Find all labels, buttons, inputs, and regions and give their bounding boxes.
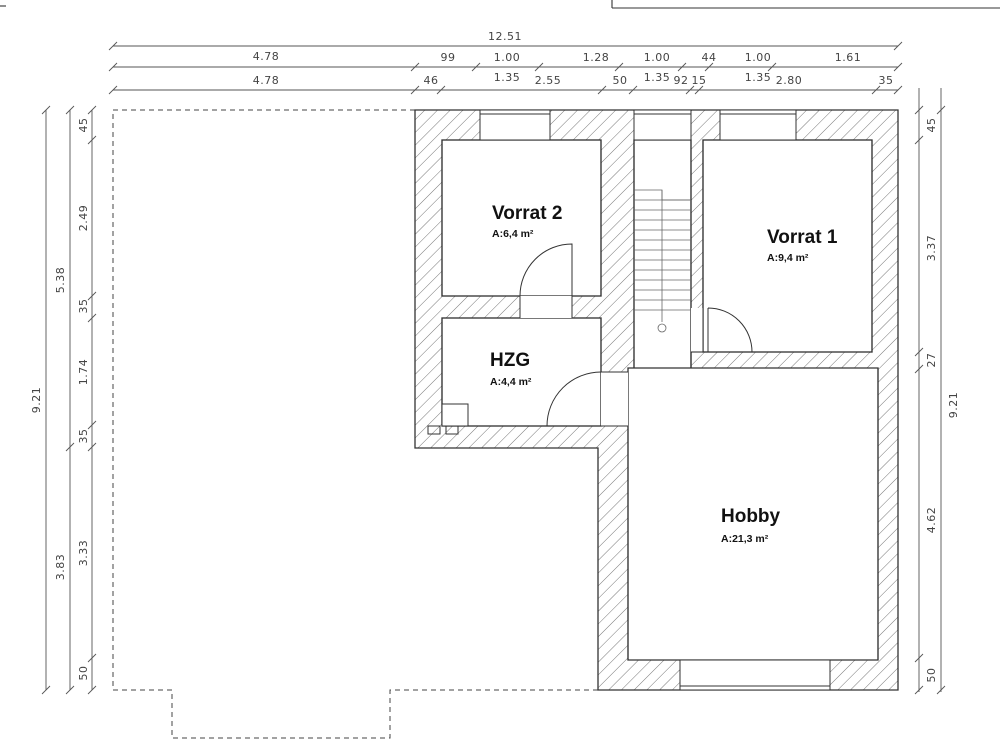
dim-r3-5: 15: [692, 74, 707, 87]
unexcavated-area-outline: [112, 109, 598, 739]
room-area-vorrat1: A:9,4 m²: [767, 252, 809, 264]
dim-r2-1: 1.35: [644, 71, 671, 84]
dim-right-i3: 4.62: [925, 507, 938, 534]
dim-r1-3: 1.28: [583, 51, 610, 64]
room-name-vorrat2: Vorrat 2: [492, 203, 562, 224]
window-vorrat2: [479, 109, 551, 141]
dim-r3-7: 35: [879, 74, 894, 87]
dim-r1-4: 1.00: [644, 51, 671, 64]
dim-r1-5: 44: [702, 51, 717, 64]
staircase: [634, 189, 691, 333]
dim-r1-6: 1.00: [745, 51, 772, 64]
door-vorrat1: [707, 307, 753, 353]
dim-r1-0: 4.78: [253, 50, 280, 63]
dim-right-i2: 27: [925, 353, 938, 368]
room-label-vorrat2: Vorrat 2 A:6,4 m²: [492, 203, 562, 240]
room-name-hzg: HZG: [490, 350, 530, 371]
dim-r3-6: 2.80: [776, 74, 803, 87]
dim-r3-2: 2.55: [535, 74, 562, 87]
dim-left-i3: 1.74: [77, 359, 90, 386]
window-hobby: [679, 659, 831, 691]
dim-top-total: 12.51: [488, 30, 522, 43]
room-name-vorrat1: Vorrat 1: [767, 227, 838, 248]
room-label-hzg: HZG A:4,4 m²: [490, 350, 532, 388]
room-area-hzg: A:4,4 m²: [490, 376, 532, 388]
room-label-vorrat1: Vorrat 1 A:9,4 m²: [767, 227, 838, 264]
dim-r1-1: 99: [441, 51, 456, 64]
window-vorrat1: [719, 109, 797, 141]
door-vorrat2: [519, 243, 573, 297]
dim-right-i1: 3.37: [925, 235, 938, 262]
dim-right-i0: 45: [925, 118, 938, 133]
page-border: [0, 0, 1000, 9]
dim-r1-7: 1.61: [835, 51, 862, 64]
dim-r3-4: 92: [674, 74, 689, 87]
dim-left-i6: 50: [77, 666, 90, 681]
dim-r2-2: 1.35: [745, 71, 772, 84]
dim-row3-ticks: [108, 85, 903, 95]
chimney-flues: [427, 403, 469, 435]
top-dimensions: 12.51 4.78 99 1.00 1.28 1.00 44 1.00 1.6…: [108, 30, 903, 95]
room-area-hobby: A:21,3 m²: [721, 533, 769, 545]
room-name-hobby: Hobby: [721, 506, 781, 527]
stair-arrow-start: [657, 323, 667, 333]
dim-r3-0: 4.78: [253, 74, 280, 87]
windows: [479, 109, 831, 691]
door-hzg: [546, 371, 602, 427]
dim-left-o1: 3.83: [54, 554, 67, 581]
dim-left-total: 9.21: [30, 387, 43, 414]
window-stair: [633, 109, 692, 141]
dim-right-i4: 50: [925, 668, 938, 683]
dim-left-i1: 2.49: [77, 205, 90, 232]
walls: [414, 109, 899, 691]
dim-r1-2: 1.00: [494, 51, 521, 64]
left-dimensions: 9.21 5.38 3.83 45 2.49 35 1.74 35 3.33 5…: [30, 105, 97, 695]
dim-r2-0: 1.35: [494, 71, 521, 84]
dim-left-i5: 3.33: [77, 540, 90, 567]
dim-row1-ticks: [108, 62, 903, 72]
dim-r3-3: 50: [613, 74, 628, 87]
dim-right-total: 9.21: [947, 392, 960, 419]
dim-left-i2: 35: [77, 299, 90, 314]
doors: [519, 243, 753, 427]
dim-left-o0: 5.38: [54, 267, 67, 294]
dim-left-i0: 45: [77, 118, 90, 133]
room-area-vorrat2: A:6,4 m²: [492, 228, 534, 240]
right-dimensions: 45 3.37 27 4.62 50 9.21: [914, 88, 960, 695]
dim-left-i4: 35: [77, 429, 90, 444]
room-label-hobby: Hobby A:21,3 m²: [721, 506, 781, 545]
dim-r3-1: 46: [424, 74, 439, 87]
